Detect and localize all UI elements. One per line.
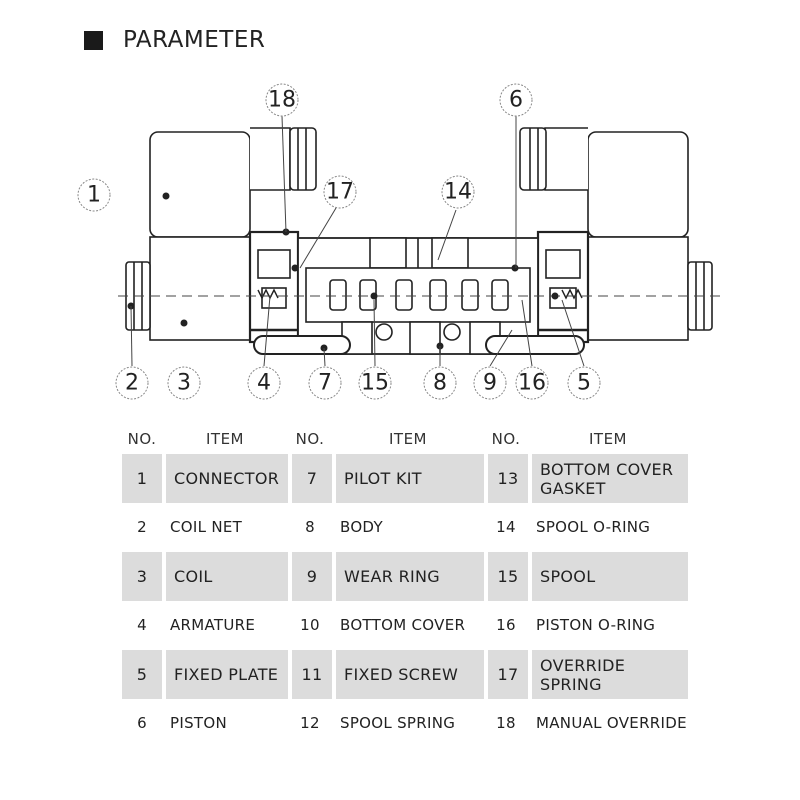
- part-name: PILOT KIT: [332, 454, 484, 503]
- part-number: 17: [484, 650, 528, 699]
- part-name: CONNECTOR: [162, 454, 288, 503]
- svg-text:4: 4: [257, 371, 271, 396]
- table-row: 2 COIL NET 8 BODY 14 SPOOL O-RING: [122, 503, 688, 552]
- part-number: 9: [288, 552, 332, 601]
- svg-text:5: 5: [577, 371, 591, 396]
- svg-text:2: 2: [125, 371, 139, 396]
- left-connector-body: [149, 131, 251, 238]
- part-number: 14: [496, 518, 516, 536]
- right-bottom-cover: [485, 335, 585, 355]
- svg-text:14: 14: [444, 180, 472, 205]
- callout-6: 6: [499, 83, 533, 117]
- svg-text:8: 8: [433, 371, 447, 396]
- svg-text:6: 6: [509, 88, 523, 113]
- part-number: 13: [484, 454, 528, 503]
- part-number: 7: [288, 454, 332, 503]
- callout-14: 14: [441, 175, 475, 209]
- part-number: 8: [305, 518, 315, 536]
- left-connector-cap: [289, 127, 317, 191]
- callout-18: 18: [265, 83, 299, 117]
- svg-text:3: 3: [177, 371, 191, 396]
- right-spring: [561, 288, 583, 300]
- part-name: PISTON O-RING: [536, 616, 656, 634]
- left-pilot-head: [248, 230, 300, 344]
- part-number: 4: [137, 616, 147, 634]
- left-coil: [149, 236, 251, 341]
- svg-text:7: 7: [318, 371, 332, 396]
- part-name: OVERRIDE SPRING: [528, 650, 688, 699]
- part-number: 6: [137, 714, 147, 732]
- svg-text:16: 16: [518, 371, 546, 396]
- part-name: FIXED SCREW: [332, 650, 484, 699]
- callout-8: 8: [423, 366, 457, 400]
- right-coil: [587, 236, 689, 341]
- callout-16: 16: [515, 366, 549, 400]
- svg-text:17: 17: [326, 180, 354, 205]
- part-number: 12: [300, 714, 320, 732]
- part-number: 18: [496, 714, 516, 732]
- callout-17: 17: [323, 175, 357, 209]
- page-title: PARAMETER: [123, 27, 266, 53]
- right-connector-body: [587, 131, 689, 238]
- table-row: 4 ARMATURE 10 BOTTOM COVER 16 PISTON O-RING: [122, 601, 688, 650]
- svg-text:1: 1: [87, 183, 101, 208]
- callout-4: 4: [247, 366, 281, 400]
- header-item-2: ITEM: [388, 430, 427, 448]
- callout-7: 7: [308, 366, 342, 400]
- section-header: PARAMETER: [84, 27, 265, 53]
- part-number: 16: [496, 616, 516, 634]
- part-name: BODY: [340, 518, 383, 536]
- part-number: 5: [122, 650, 162, 699]
- header-item-1: ITEM: [205, 430, 244, 448]
- part-name: BOTTOM COVER: [340, 616, 466, 634]
- part-name: PISTON: [170, 714, 227, 732]
- left-spring: [257, 288, 279, 300]
- part-number: 15: [484, 552, 528, 601]
- callout-3: 3: [167, 366, 201, 400]
- table-row: 6 PISTON 12 SPOOL SPRING 18 MANUAL OVERRIDE: [122, 699, 688, 748]
- header-item-3: ITEM: [588, 430, 627, 448]
- table-header: NO. ITEM NO. ITEM NO. ITEM: [122, 428, 688, 454]
- header-no-3: NO.: [491, 430, 521, 448]
- callout-15: 15: [358, 366, 392, 400]
- valve-diagram: 18 6 1 17 14 2 3 4 7 15 8 9 16 5: [77, 83, 720, 400]
- part-number: 3: [122, 552, 162, 601]
- header-no-2: NO.: [295, 430, 325, 448]
- part-name: FIXED PLATE: [162, 650, 288, 699]
- part-number: 11: [288, 650, 332, 699]
- part-number: 10: [300, 616, 320, 634]
- part-name: SPOOL: [528, 552, 688, 601]
- part-name: SPOOL O-RING: [536, 518, 651, 536]
- part-number: 1: [122, 454, 162, 503]
- svg-text:18: 18: [268, 88, 296, 113]
- part-name: COIL: [162, 552, 288, 601]
- part-name: MANUAL OVERRIDE: [536, 714, 687, 732]
- callout-9: 9: [473, 366, 507, 400]
- callout-5: 5: [567, 366, 601, 400]
- callout-2: 2: [115, 366, 149, 400]
- left-bottom-cover: [253, 335, 351, 355]
- part-name: WEAR RING: [332, 552, 484, 601]
- svg-text:9: 9: [483, 371, 497, 396]
- part-name: SPOOL SPRING: [340, 714, 456, 732]
- part-name: COIL NET: [170, 518, 243, 536]
- right-pilot-head: [536, 230, 590, 344]
- header-no-1: NO.: [127, 430, 157, 448]
- svg-text:15: 15: [361, 371, 389, 396]
- right-connector-neck: [544, 127, 588, 191]
- part-number: 2: [137, 518, 147, 536]
- part-name: ARMATURE: [170, 616, 256, 634]
- callout-1: 1: [77, 178, 111, 212]
- header-square-icon: [84, 30, 103, 50]
- right-connector-cap: [519, 127, 547, 191]
- part-name: BOTTOM COVER GASKET: [528, 454, 688, 503]
